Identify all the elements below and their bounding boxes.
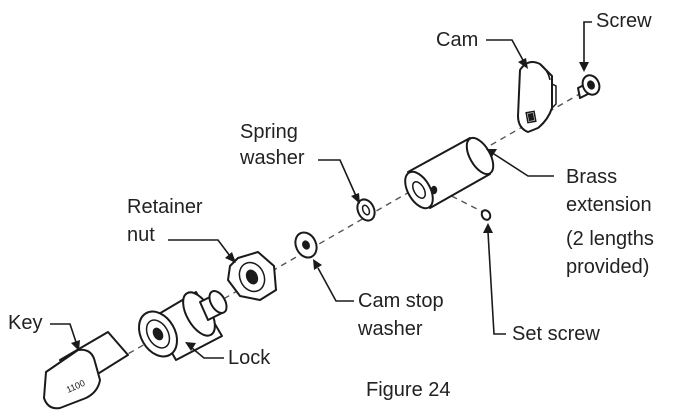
cam-leader — [486, 39, 525, 63]
label-cam-stop-washer-line1: Cam stop — [358, 290, 444, 312]
cam-stop-washer-part — [294, 231, 318, 259]
spring-washer-part — [356, 198, 376, 222]
set-screw-axis — [431, 185, 484, 213]
lock-part — [138, 290, 228, 361]
screw-part — [577, 74, 601, 99]
retainer-nut-part — [227, 251, 277, 301]
label-set-screw: Set screw — [512, 323, 600, 345]
label-brass-extension-line4: provided) — [566, 256, 650, 278]
cam-stop-washer-leader — [317, 267, 354, 302]
lock-leader — [191, 347, 224, 359]
label-spring-washer-line2: washer — [240, 147, 305, 169]
label-spring-washer-line1: Spring — [240, 121, 298, 143]
brass-extension-part — [404, 136, 495, 210]
set-screw-leader — [487, 231, 506, 335]
screw-leader — [583, 21, 592, 64]
label-brass-extension-line1: Brass — [566, 166, 618, 188]
set-screw-part — [480, 209, 492, 221]
label-cam-stop-washer-line2: washer — [358, 318, 423, 340]
retainer-nut-leader — [168, 239, 231, 257]
cam-part — [517, 61, 557, 133]
key-leader — [50, 323, 77, 343]
spring-washer-leader — [318, 159, 357, 197]
label-lock: Lock — [228, 347, 271, 369]
label-cam: Cam — [436, 29, 479, 51]
figure-caption: Figure 24 — [366, 379, 451, 401]
label-brass-extension-line2: extension — [566, 194, 652, 216]
brass-extension-leader — [493, 153, 554, 177]
label-screw: Screw — [596, 10, 652, 32]
label-retainer-nut-line2: nut — [127, 224, 155, 246]
label-brass-extension-line3: (2 lengths — [566, 228, 654, 250]
key-part: 1100 — [43, 331, 129, 410]
label-key: Key — [8, 312, 43, 334]
label-retainer-nut-line1: Retainer — [127, 196, 203, 218]
